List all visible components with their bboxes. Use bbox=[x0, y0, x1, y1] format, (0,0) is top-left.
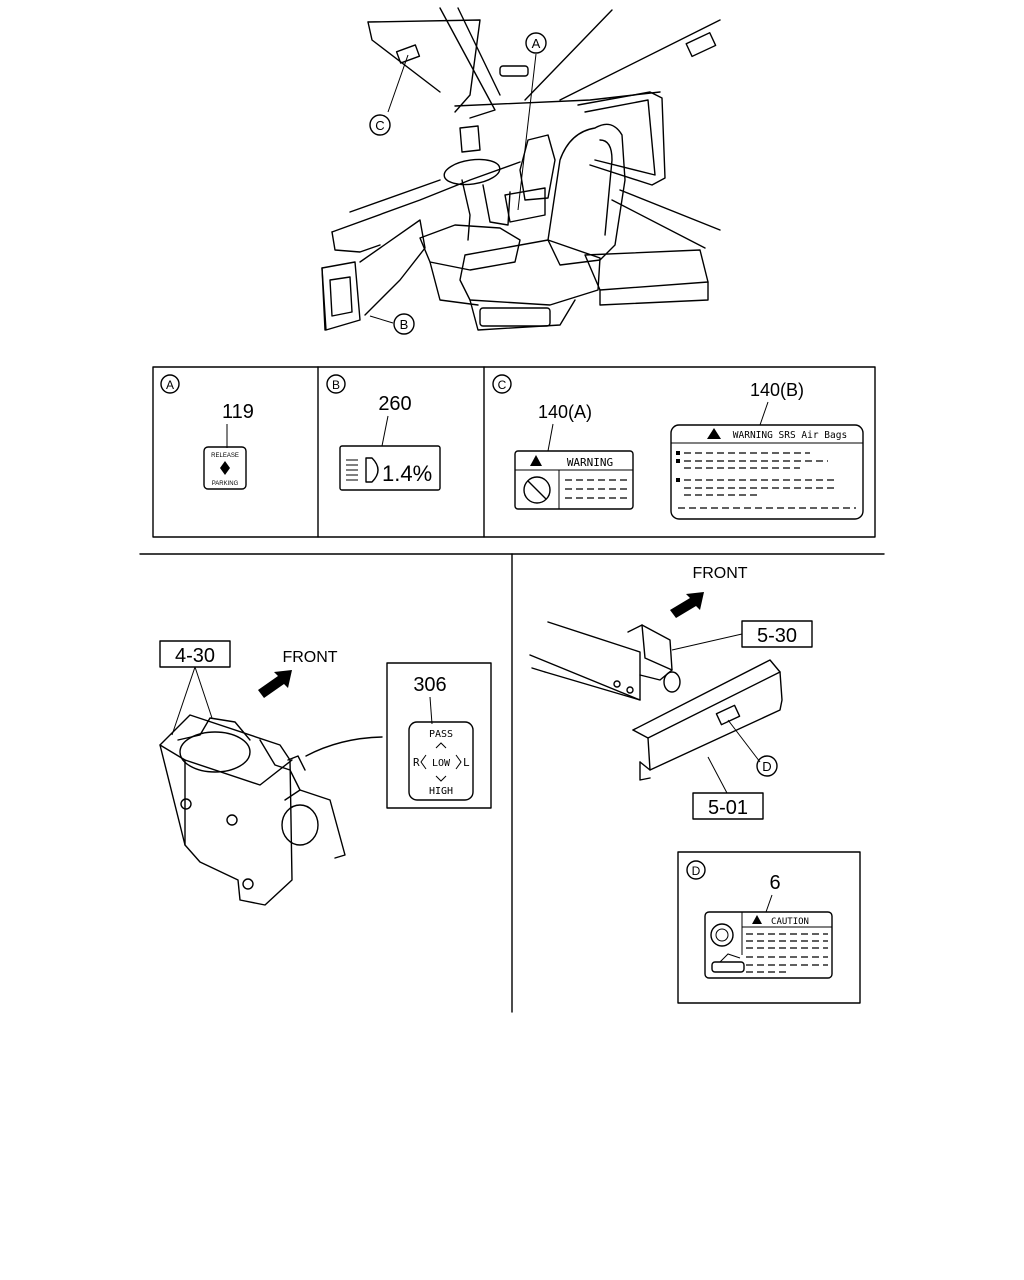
srs-airbag-warning-label-140b: WARNING SRS Air Bags bbox=[670, 424, 864, 520]
svg-text:D: D bbox=[762, 759, 771, 774]
part-number-306: 306 bbox=[413, 674, 446, 696]
no-child-seat-icon bbox=[523, 476, 551, 504]
panel-b: B 260 1.4% bbox=[326, 374, 441, 491]
front-label: FRONT bbox=[282, 649, 337, 666]
svg-text:LOW: LOW bbox=[432, 758, 451, 769]
warning-triangle-icon bbox=[707, 428, 721, 439]
svg-text:CAUTION: CAUTION bbox=[771, 917, 809, 927]
svg-text:PARKING: PARKING bbox=[212, 481, 239, 487]
panel-a: A 119 RELEASE PARKING bbox=[160, 374, 254, 490]
combination-switch-drawing bbox=[159, 714, 383, 906]
caution-label: CAUTION bbox=[704, 911, 833, 979]
callout-c: C bbox=[369, 114, 391, 136]
label-table bbox=[152, 366, 876, 538]
dimmer-switch-label bbox=[408, 721, 474, 801]
svg-text:A: A bbox=[532, 36, 541, 51]
svg-text:RELEASE: RELEASE bbox=[211, 453, 239, 459]
svg-text:WARNING SRS Air Bags: WARNING SRS Air Bags bbox=[733, 430, 847, 441]
svg-text:C: C bbox=[498, 378, 507, 392]
headlamp-icon bbox=[346, 457, 379, 483]
svg-text:B: B bbox=[400, 317, 409, 332]
svg-text:WARNING: WARNING bbox=[567, 456, 613, 469]
svg-text:4-30: 4-30 bbox=[175, 645, 215, 667]
svg-text:C: C bbox=[375, 118, 384, 133]
front-arrow-icon bbox=[670, 592, 704, 618]
frame-rail-drawing bbox=[529, 621, 783, 781]
dial-icon bbox=[710, 923, 734, 947]
headlamp-aim-label bbox=[339, 445, 441, 491]
part-number-119: 119 bbox=[222, 401, 254, 423]
svg-text:5-30: 5-30 bbox=[757, 625, 797, 647]
svg-text:B: B bbox=[332, 378, 340, 392]
part-number-140a: 140(A) bbox=[538, 402, 592, 422]
bottom-right-section: FRONT 5-30 D 5-01 D bbox=[529, 565, 861, 1004]
svg-text:D: D bbox=[692, 864, 701, 878]
release-parking-label bbox=[203, 446, 247, 490]
bottom-left-section: 4-30 FRONT 306 PASS R bbox=[159, 640, 492, 906]
svg-text:L: L bbox=[463, 756, 470, 769]
part-number-140b: 140(B) bbox=[750, 380, 804, 400]
callout-d bbox=[756, 755, 778, 777]
warning-triangle-icon bbox=[752, 915, 762, 924]
ref-box-5-01 bbox=[692, 792, 764, 820]
cab-interior-illustration bbox=[321, 7, 721, 331]
part-number-6: 6 bbox=[769, 872, 780, 894]
svg-text:PASS: PASS bbox=[429, 729, 453, 740]
part-box-306 bbox=[386, 662, 492, 809]
front-label: FRONT bbox=[692, 565, 747, 582]
warning-triangle-icon bbox=[530, 455, 542, 466]
callout-a: A bbox=[525, 32, 547, 54]
svg-text:5-01: 5-01 bbox=[708, 797, 748, 819]
svg-text:1.4%: 1.4% bbox=[382, 461, 432, 486]
svg-text:R: R bbox=[413, 756, 420, 769]
warning-label-140a: WARNING bbox=[514, 450, 634, 510]
svg-text:HIGH: HIGH bbox=[429, 786, 453, 797]
callout-b: B bbox=[393, 313, 415, 335]
detail-box-d bbox=[677, 851, 861, 1004]
part-number-260: 260 bbox=[378, 393, 411, 415]
front-arrow-icon bbox=[258, 670, 292, 698]
svg-text:A: A bbox=[166, 378, 174, 392]
panel-c: C 140(A) 140(B) WARNING WARNING SRS Air … bbox=[492, 374, 864, 520]
cab-tilt-icon bbox=[711, 961, 745, 973]
